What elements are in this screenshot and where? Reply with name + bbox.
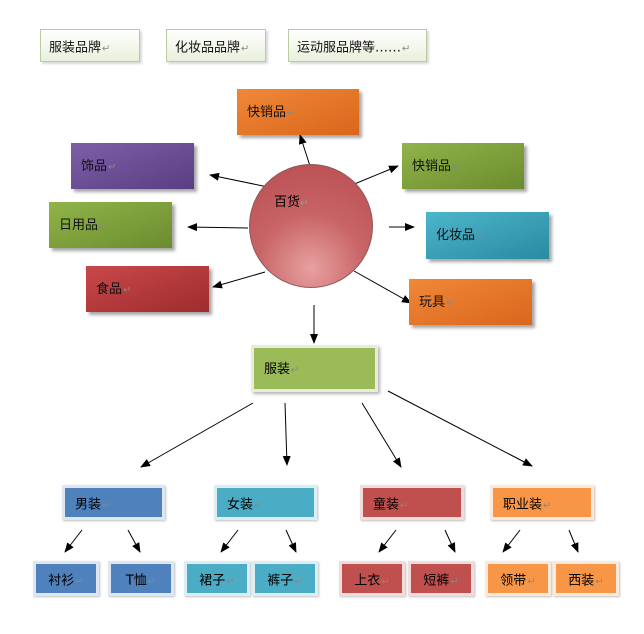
arrow-kids-top: [378, 529, 397, 553]
leaf-label: 裤子: [267, 573, 294, 588]
group-women: 女装↵: [214, 485, 317, 520]
leaf-label: 衬衫: [48, 573, 75, 588]
paragraph-mark: ↵: [254, 500, 263, 511]
category-cosmetics: 化妆品↵: [426, 212, 549, 259]
clothing-label: 服装: [264, 362, 291, 377]
paragraph-mark: ↵: [102, 500, 111, 511]
arrow-hub-toys: [353, 270, 412, 304]
hub-circle: 百货↵: [249, 164, 373, 288]
paragraph-mark: ↵: [300, 198, 309, 209]
leaf-label: 西装: [568, 573, 595, 588]
paragraph-mark: ↵: [450, 576, 459, 587]
leaf-skirt: 裙子↵: [184, 561, 250, 596]
arrow-hub-food: [212, 271, 266, 289]
group-kids: 童装↵: [360, 485, 464, 520]
paragraph-mark: ↵: [75, 576, 84, 587]
leaf-top: 上衣↵: [339, 561, 405, 596]
category-label: 饰品: [81, 159, 108, 174]
leaf-suit: 西装↵: [553, 561, 619, 596]
leaf-label: T恤: [125, 573, 147, 588]
group-work: 职业装↵: [490, 485, 594, 520]
leaf-label: 上衣: [354, 573, 381, 588]
brand-box-sportswear: 运动服品牌等……↵: [288, 29, 427, 62]
arrow-hub-fmcg-right: [351, 165, 399, 186]
clothing-box: 服装↵: [251, 345, 378, 392]
leaf-tie: 领带↵: [485, 561, 551, 596]
category-label: 食品: [96, 282, 123, 297]
leaf-label: 裙子: [199, 573, 226, 588]
category-daily: 日用品↵: [49, 202, 172, 248]
paragraph-mark: ↵: [402, 43, 411, 54]
group-label: 职业装: [503, 497, 543, 512]
brand-box-cosmetics: 化妆品品牌↵: [166, 29, 266, 62]
paragraph-mark: ↵: [241, 43, 250, 54]
leaf-pants: 裤子↵: [252, 561, 318, 596]
paragraph-mark: ↵: [400, 500, 409, 511]
group-label: 女装: [227, 497, 254, 512]
arrow-kids-shorts: [444, 529, 456, 553]
hub-label: 百货: [274, 195, 301, 210]
group-label: 男装: [75, 497, 102, 512]
arrow-clothing-kids: [361, 402, 402, 468]
group-label: 童装: [373, 497, 400, 512]
leaf-label: 领带: [500, 573, 527, 588]
category-label: 快销品: [412, 159, 452, 174]
paragraph-mark: ↵: [102, 43, 111, 54]
paragraph-mark: ↵: [291, 365, 300, 376]
paragraph-mark: ↵: [595, 576, 604, 587]
brand-label: 服装品牌: [49, 40, 102, 55]
arrow-work-tie: [502, 529, 521, 553]
brand-box-clothing: 服装品牌↵: [40, 29, 140, 62]
paragraph-mark: ↵: [294, 576, 303, 587]
category-label: 化妆品: [436, 228, 476, 243]
paragraph-mark: ↵: [543, 500, 552, 511]
arrow-hub-accessories: [209, 172, 269, 188]
paragraph-mark: ↵: [123, 285, 132, 296]
leaf-label: 短裤: [423, 573, 450, 588]
category-label: 玩具: [419, 295, 446, 310]
paragraph-mark: ↵: [99, 221, 108, 232]
arrow-clothing-men: [140, 402, 254, 468]
leaf-tshirt: T恤↵: [108, 561, 174, 596]
category-label: 快销品: [247, 105, 287, 120]
group-men: 男装↵: [62, 485, 165, 520]
paragraph-mark: ↵: [452, 162, 461, 173]
paragraph-mark: ↵: [476, 231, 485, 242]
category-fmcg-right: 快销品↵: [402, 143, 524, 189]
paragraph-mark: ↵: [381, 576, 390, 587]
leaf-shorts: 短裤↵: [408, 561, 474, 596]
arrow-hub-daily: [187, 223, 249, 232]
paragraph-mark: ↵: [527, 576, 536, 587]
arrow-men-shirt: [64, 529, 83, 553]
category-accessories: 饰品↵: [71, 143, 194, 189]
arrow-women-pants: [285, 529, 297, 553]
arrow-clothing-women: [282, 402, 291, 466]
arrow-women-skirt: [220, 529, 239, 553]
arrow-men-tshirt: [127, 529, 141, 553]
category-fmcg-top: 快销品↵: [237, 89, 359, 135]
arrow-hub-fmcg-top: [298, 134, 311, 167]
category-label: 日用品: [59, 218, 99, 233]
paragraph-mark: ↵: [287, 108, 296, 119]
paragraph-mark: ↵: [446, 298, 455, 309]
brand-label: 化妆品品牌: [175, 40, 241, 55]
paragraph-mark: ↵: [147, 576, 157, 587]
arrow-clothing-work: [387, 390, 533, 467]
leaf-shirt: 衬衫↵: [33, 561, 99, 596]
brand-label: 运动服品牌等……: [297, 40, 402, 55]
category-toys: 玩具↵: [409, 279, 532, 325]
paragraph-mark: ↵: [108, 162, 117, 173]
paragraph-mark: ↵: [226, 576, 235, 587]
arrow-work-suit: [568, 529, 579, 553]
category-food: 食品↵: [86, 266, 209, 312]
